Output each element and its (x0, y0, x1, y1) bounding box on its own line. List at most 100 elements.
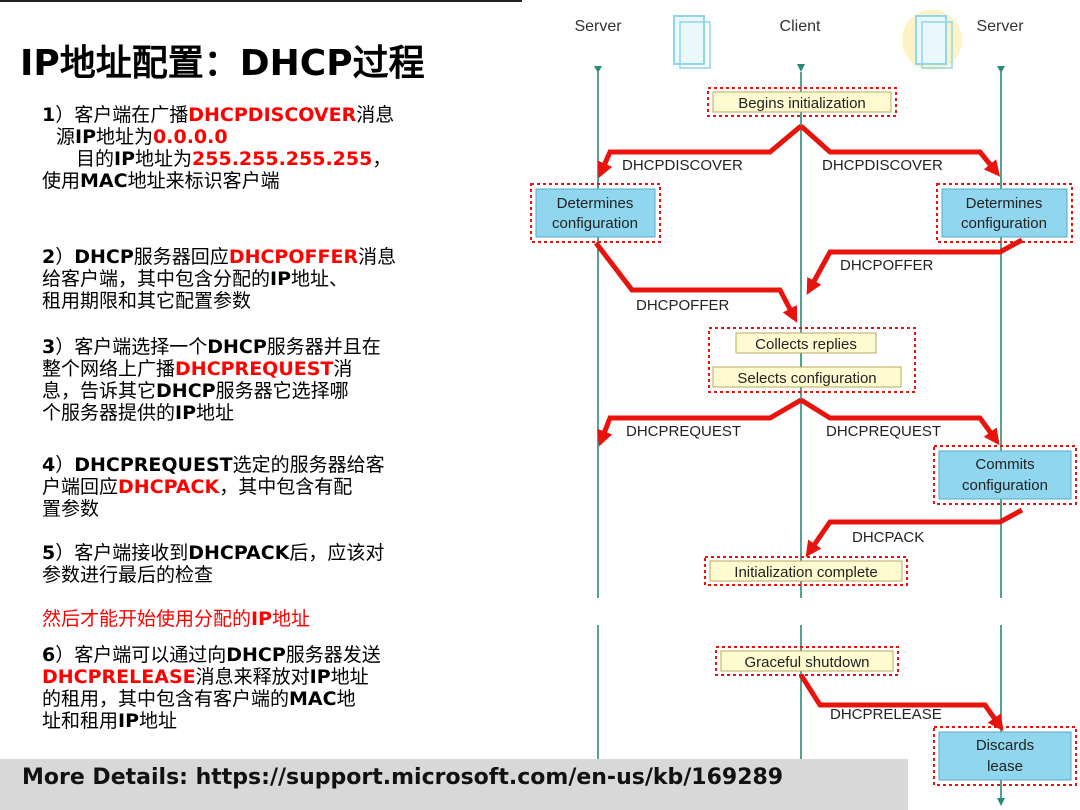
step-text: 选定的服务器给客 (232, 454, 385, 476)
note-begins (712, 91, 892, 113)
step-text: 置参数 (42, 498, 100, 520)
arrow-offer-left (594, 241, 798, 323)
step-text: 地址、 (291, 268, 349, 290)
step-5: 5）客户端接收到DHCPACK后，应该对参数进行最后的检查 (22, 542, 517, 586)
step-text: ，其中包含有配 (219, 476, 353, 498)
step-text: 255.255.255.255 (192, 148, 373, 170)
step-text: 户端回应 (42, 476, 119, 498)
step-line: 给客户端，其中包含分配的IP地址、 (22, 268, 517, 290)
step-text: DHCPACK (118, 476, 220, 498)
step-text: 址和租用 (42, 710, 119, 732)
box-determines-right-line1: Determines (966, 195, 1043, 212)
step-text: 服务器并且在 (266, 336, 381, 358)
step-text: ）客户端可以通过向 (55, 644, 227, 666)
step-text: DHCPDISCOVER (188, 104, 357, 126)
step-4: 4）DHCPREQUEST选定的服务器给客户端回应DHCPACK，其中包含有配置… (22, 454, 517, 520)
step-line: 源IP地址为0.0.0.0 (22, 126, 517, 148)
step-text: ）客户端选择一个 (55, 336, 208, 358)
arrow-release (798, 673, 1004, 732)
box-discards-outline (933, 726, 1077, 786)
step-line: 2）DHCP服务器回应DHCPOFFER消息 (22, 246, 517, 268)
note-complete-text: Initialization complete (734, 564, 877, 581)
box-commits-outline (933, 445, 1077, 505)
arrow-discover-right (799, 124, 1001, 177)
step-line: 置参数 (22, 498, 517, 520)
step-text: 消息 (358, 246, 397, 268)
step-text: MAC (80, 170, 128, 192)
header-client: Client (780, 18, 821, 35)
step-text: IP (309, 666, 331, 688)
step-text: 的租用，其中包含有客户端的 (42, 688, 290, 710)
step-line: 户端回应DHCPACK，其中包含有配 (22, 476, 517, 498)
label-discover-right: DHCPDISCOVER (822, 157, 943, 174)
step-text: 息，告诉其它 (42, 380, 157, 402)
step-line: 息，告诉其它DHCP服务器它选择哪 (22, 380, 517, 402)
step-text: DHCPREQUEST (74, 454, 233, 476)
step-text: 租用期限和其它配置参数 (42, 290, 252, 312)
step-text: 使用 (42, 170, 81, 192)
step-text: 源 (56, 126, 76, 148)
step-text: 地址 (330, 666, 369, 688)
step-text: 服务器它选择哪 (215, 380, 349, 402)
step-number: 3 (42, 336, 56, 358)
step-3: 3）客户端选择一个 DHCP 服务器并且在整个网络上广播DHCPREQUEST消息，… (22, 336, 517, 424)
label-request-right: DHCPREQUEST (826, 423, 941, 440)
step-text: 地址为 (135, 148, 193, 170)
header-right-server: Server (976, 18, 1024, 35)
label-request-left: DHCPREQUEST (626, 423, 741, 440)
page-title: IP地址配置：DHCP过程 (20, 43, 425, 84)
note-shutdown (720, 650, 894, 672)
step-text: 给客户端，其中包含分配的 (42, 268, 271, 290)
step-text: ）客户端在广播 (55, 104, 189, 126)
step-line: 租用期限和其它配置参数 (22, 290, 517, 312)
box-commits (938, 450, 1072, 500)
arrow-ack (805, 507, 1024, 558)
step-number: 5 (42, 542, 56, 564)
step-text: 服务器发送 (285, 644, 381, 666)
box-determines-left-line2: configuration (552, 215, 638, 232)
step-text: 个服务器提供的 (42, 402, 176, 424)
step-number: 6 (42, 644, 56, 666)
server-icon-right (902, 10, 962, 70)
step-text: 地址 (272, 608, 311, 630)
step-text: DHCP (226, 644, 286, 666)
arrow-request-right (799, 397, 1000, 446)
header-left-server: Server (574, 18, 622, 35)
more-details-link[interactable]: More Details: https://support.microsoft.… (0, 759, 908, 810)
step-line: 参数进行最后的检查 (22, 564, 517, 586)
note-complete-outline (704, 556, 908, 586)
step-text: DHCPREQUEST (175, 358, 334, 380)
box-discards-line2: lease (987, 758, 1023, 775)
note-shutdown-text: Graceful shutdown (744, 654, 869, 671)
box-discards-line1: Discards (976, 737, 1034, 754)
note-shutdown-outline (715, 646, 899, 676)
step-text: ） (55, 454, 75, 476)
step-line: 然后才能开始使用分配的IP地址 (22, 608, 517, 630)
box-discards (938, 731, 1072, 781)
step-text: DHCP (156, 380, 216, 402)
arrow-offer-right (806, 237, 1024, 295)
step-text: MAC (289, 688, 337, 710)
step-text: ， (372, 148, 392, 170)
step-line: 址和租用IP地址 (22, 710, 517, 732)
step-line: 使用MAC地址来标识客户端 (22, 170, 517, 192)
step-text: 地址 (196, 402, 235, 424)
box-determines-left (535, 188, 656, 238)
box-determines-right-line2: configuration (961, 215, 1047, 232)
step-text: 0.0.0.0 (153, 126, 228, 148)
step-line: 6）客户端可以通过向DHCP服务器发送 (22, 644, 517, 666)
note-collects (735, 332, 877, 354)
label-offer-right: DHCPOFFER (840, 257, 934, 274)
title-rule (0, 0, 522, 2)
box-commits-line1: Commits (975, 456, 1034, 473)
step-text: DHCPOFFER (228, 246, 359, 268)
step-text: IP (251, 608, 273, 630)
step-text: ）客户端接收到 (55, 542, 189, 564)
step-text: 目的 (76, 148, 115, 170)
step-text: 服务器回应 (133, 246, 229, 268)
box-commits-line2: configuration (962, 477, 1048, 494)
step-text: 消息 (356, 104, 395, 126)
step-line: 整个网络上广播DHCPREQUEST消 (22, 358, 517, 380)
step-text: IP (118, 710, 140, 732)
